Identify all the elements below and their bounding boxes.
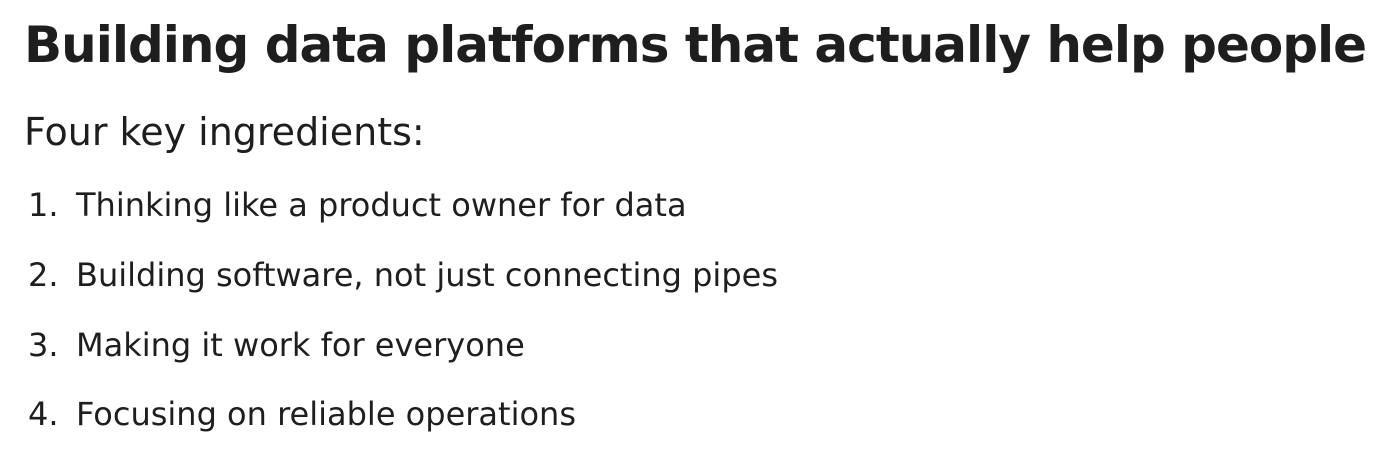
list-item-number: 1. <box>28 186 59 225</box>
list-item-text: Thinking like a product owner for data <box>76 186 687 225</box>
list-item-text: Making it work for everyone <box>76 325 525 364</box>
list-item: 3. Making it work for everyone <box>28 325 1353 367</box>
list-item-number: 4. <box>28 395 59 434</box>
ingredient-list: 1. Thinking like a product owner for dat… <box>24 185 1353 435</box>
list-item-number: 3. <box>28 325 59 364</box>
page-title: Building data platforms that actually he… <box>24 16 1367 74</box>
list-item-text: Building software, not just connecting p… <box>76 255 778 294</box>
list-item: 4. Focusing on reliable operations <box>28 394 1353 436</box>
subtitle: Four key ingredients: <box>24 110 425 154</box>
list-item-text: Focusing on reliable operations <box>76 395 576 434</box>
list-item-number: 2. <box>28 255 59 294</box>
list-item: 1. Thinking like a product owner for dat… <box>28 185 1353 227</box>
list-item: 2. Building software, not just connectin… <box>28 255 1353 297</box>
